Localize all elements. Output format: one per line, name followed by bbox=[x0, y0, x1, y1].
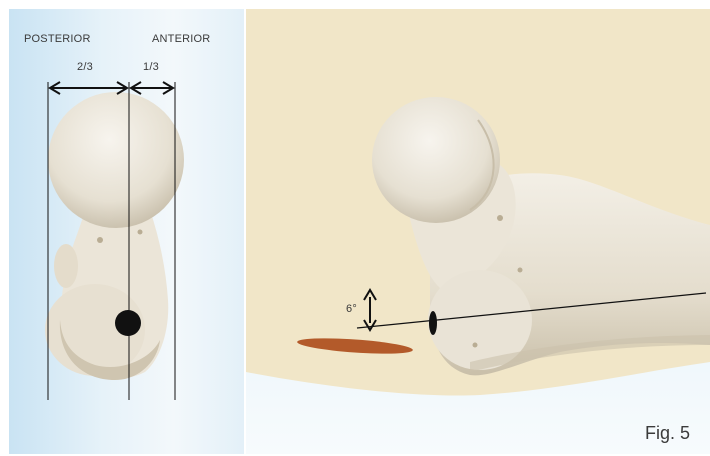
entry-point-marker bbox=[429, 311, 437, 335]
anterior-label: ANTERIOR bbox=[152, 33, 210, 45]
two-thirds-label: 2/3 bbox=[77, 61, 93, 73]
angle-label: 6° bbox=[346, 303, 357, 315]
one-third-label: 1/3 bbox=[143, 61, 159, 73]
one-third-arrow bbox=[131, 82, 173, 94]
femur-axial-view bbox=[45, 92, 184, 380]
bone-pore bbox=[473, 343, 478, 348]
femur-head-axial bbox=[48, 92, 184, 228]
bone-pore bbox=[497, 215, 503, 221]
bone-pore bbox=[97, 237, 103, 243]
bone-pore bbox=[138, 230, 143, 235]
lesser-trochanter-axial bbox=[54, 244, 78, 288]
figure-label: Fig. 5 bbox=[645, 423, 690, 444]
axial-entry-point bbox=[115, 310, 141, 336]
femur-head-lateral bbox=[372, 97, 500, 223]
posterior-label: POSTERIOR bbox=[24, 33, 91, 45]
bone-pore bbox=[518, 268, 523, 273]
